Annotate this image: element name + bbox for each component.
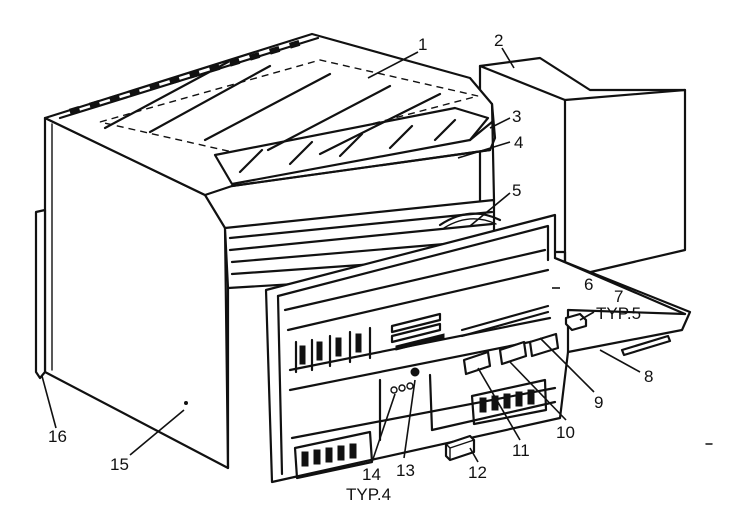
part-12-block	[444, 434, 476, 462]
callout-6: 6	[584, 275, 593, 294]
callout-7: 7	[614, 287, 623, 306]
callout-11: 11	[512, 441, 530, 460]
part-5-front-opening	[438, 212, 502, 229]
callout-4: 4	[514, 133, 523, 152]
callout-labels: 1 2 3 4 5 6 7 TYP.5 8 9 10 11 12 13 14 T…	[48, 31, 653, 504]
part-7-clip	[564, 312, 588, 332]
callout-9: 9	[594, 393, 603, 412]
stray-dot	[184, 401, 188, 405]
front-panel	[264, 213, 692, 484]
part-16-side-strip	[34, 208, 47, 380]
callout-15: 15	[110, 455, 129, 474]
callout-3: 3	[512, 107, 521, 126]
callout-13: 13	[396, 461, 415, 480]
top-lid-assembly	[58, 36, 494, 188]
callout-2: 2	[494, 31, 503, 50]
callout-14: 14	[362, 465, 381, 484]
leader-lines	[41, 47, 641, 463]
callout-8: 8	[644, 367, 653, 386]
callout-10: 10	[556, 423, 575, 442]
callout-12: 12	[468, 463, 487, 482]
note-typ5: TYP.5	[596, 304, 641, 323]
callout-5: 5	[512, 181, 521, 200]
callout-16: 16	[48, 427, 67, 446]
note-typ4: TYP.4	[346, 485, 391, 504]
callout-1: 1	[418, 35, 427, 54]
